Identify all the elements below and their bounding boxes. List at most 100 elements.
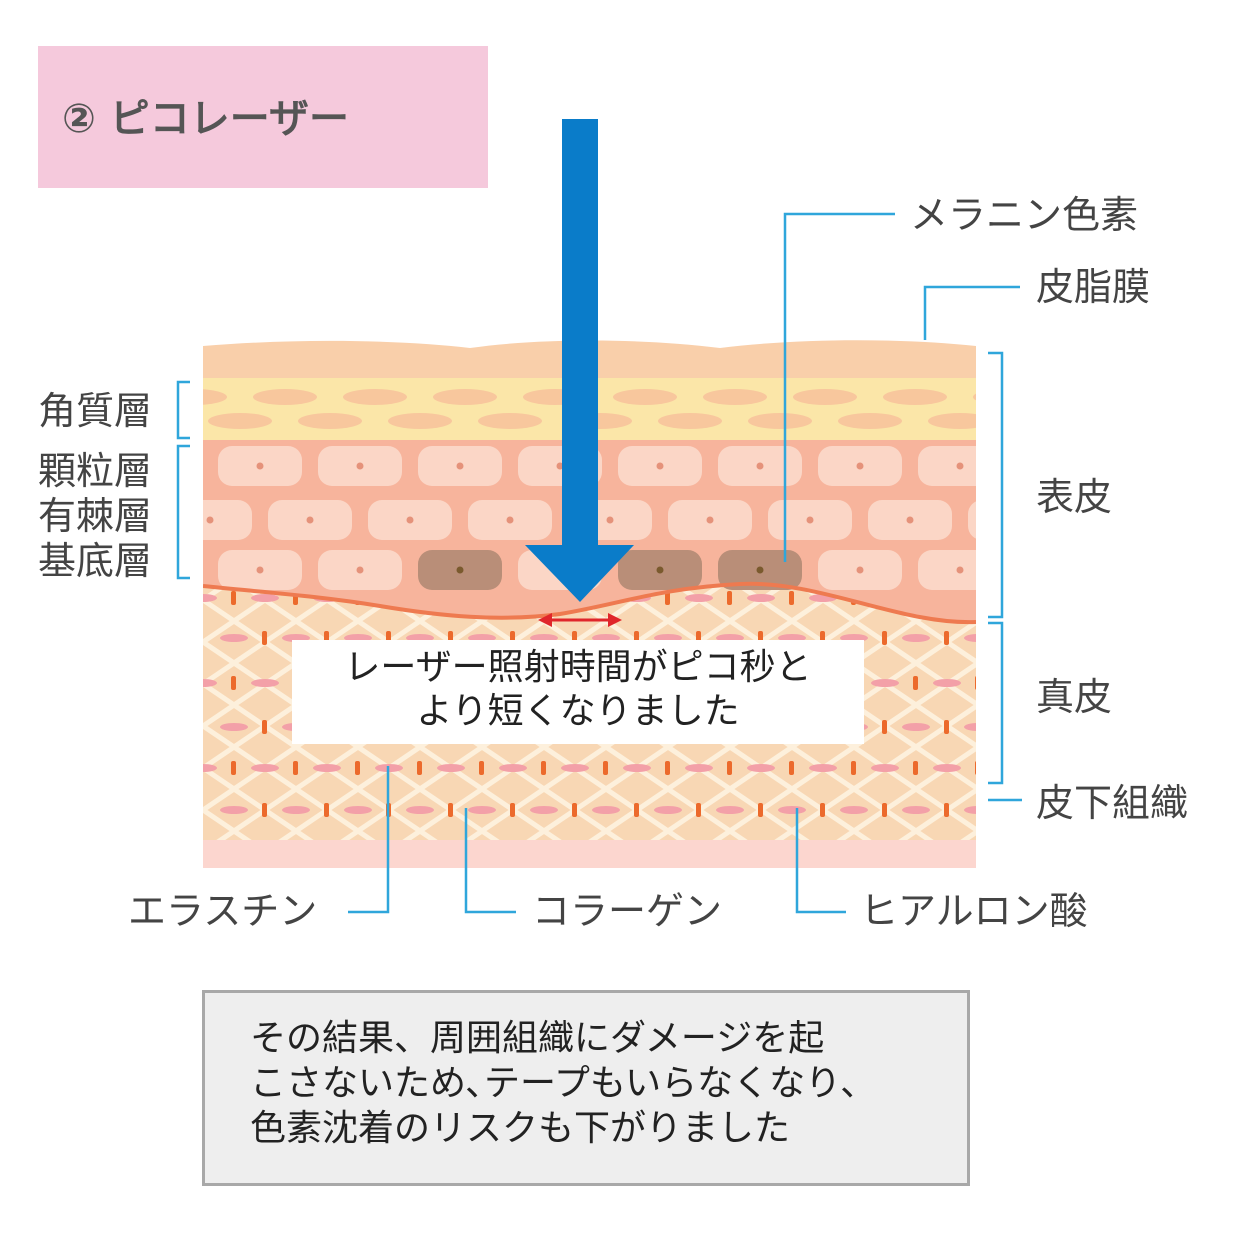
elastin-fiber	[293, 761, 298, 775]
elastin-fiber	[758, 803, 763, 817]
cell-nucleus	[606, 516, 614, 524]
label-collagen: コラーゲン	[532, 889, 723, 933]
corneum-cell	[433, 389, 497, 405]
cell-nucleus	[756, 462, 764, 470]
elastin-fiber	[634, 803, 639, 817]
epidermal-cell	[918, 446, 976, 486]
left-brackets	[176, 380, 190, 580]
corneum-cell	[703, 389, 767, 405]
elastin-fiber	[1006, 631, 1011, 645]
elastin-fiber	[913, 761, 918, 775]
elastin-fiber	[603, 761, 608, 775]
corneum-cell	[883, 389, 947, 405]
corneum-cell	[478, 413, 542, 429]
elastin-fiber	[882, 803, 887, 817]
elastin-fiber	[944, 720, 949, 734]
label-subcutaneous: 皮下組織	[1036, 781, 1189, 825]
hyaluronic-mark	[499, 764, 527, 772]
corneum-cell	[343, 389, 407, 405]
corneum-cell	[203, 389, 227, 405]
elastin-fiber	[417, 761, 422, 775]
hyaluronic-mark	[964, 806, 976, 814]
elastin-fiber	[324, 803, 329, 817]
hyaluronic-mark	[747, 764, 775, 772]
hyaluronic-mark	[468, 806, 496, 814]
corneum-cell	[838, 413, 902, 429]
hyaluronic-mark	[964, 723, 976, 731]
cell-nucleus	[456, 566, 464, 574]
cell-nucleus	[256, 462, 264, 470]
corneum-cell	[613, 389, 677, 405]
elastin-fiber	[262, 803, 267, 817]
corneum-cell	[253, 389, 317, 405]
corneum-cell	[748, 413, 812, 429]
result-text: その結果、周囲組織にダメージを起 こさないため､テープもいらなくなり､ 色素沈着…	[250, 1016, 859, 1151]
result-line-2: こさないため､テープもいらなくなり､	[250, 1063, 860, 1104]
elastin-fiber	[789, 761, 794, 775]
pico-duration-arrow	[538, 613, 622, 627]
hyaluronic-mark	[933, 764, 961, 772]
cell-nucleus	[306, 516, 314, 524]
cell-nucleus	[856, 462, 864, 470]
hyaluronic-mark	[437, 764, 465, 772]
laser-arrow	[525, 119, 634, 602]
elastin-fiber	[1006, 803, 1011, 817]
elastin-fiber	[479, 761, 484, 775]
elastin-fiber	[944, 803, 949, 817]
elastin-fiber	[789, 591, 794, 605]
corneum-cell	[388, 413, 452, 429]
hyaluronic-mark	[220, 634, 248, 642]
elastin-fiber	[882, 631, 887, 645]
caption-line-2: より短くなりました	[416, 690, 740, 732]
elastin-fiber	[665, 591, 670, 605]
elastin-fiber	[355, 761, 360, 775]
hyaluronic-mark	[203, 764, 217, 772]
elastin-fiber	[944, 631, 949, 645]
elastin-fiber	[696, 803, 701, 817]
corneum-cell	[973, 393, 976, 401]
hyaluronic-mark	[623, 764, 651, 772]
corneum-cell	[208, 413, 272, 429]
hyaluronic-mark	[654, 806, 682, 814]
epidermal-cell	[918, 550, 976, 590]
caption-line-1: レーザー照射時間がピコ秒と	[344, 647, 812, 688]
hyaluronic-mark	[902, 806, 930, 814]
title-banner	[38, 46, 488, 188]
elastin-fiber	[1006, 720, 1011, 734]
label-dermis: 真皮	[1036, 675, 1113, 719]
hyaluronic-mark	[840, 806, 868, 814]
hyaluronic-mark	[902, 723, 930, 731]
cell-nucleus	[656, 462, 664, 470]
hyaluronic-mark	[871, 764, 899, 772]
hyaluronic-mark	[716, 806, 744, 814]
elastin-fiber	[231, 591, 236, 605]
cell-nucleus	[356, 566, 364, 574]
cell-nucleus	[706, 516, 714, 524]
result-line-1: その結果、周囲組織にダメージを起	[250, 1018, 825, 1059]
hyaluronic-mark	[561, 764, 589, 772]
cell-nucleus	[356, 462, 364, 470]
basement-membrane	[203, 581, 976, 625]
cell-nucleus	[256, 566, 264, 574]
elastin-fiber	[851, 761, 856, 775]
hyaluronic-mark	[685, 594, 713, 602]
label-basal-layer: 基底層	[38, 539, 153, 583]
elastin-fiber	[572, 803, 577, 817]
hyaluronic-mark	[220, 806, 248, 814]
hyaluronic-mark	[530, 806, 558, 814]
label-epidermis: 表皮	[1036, 475, 1113, 519]
cell-nucleus	[906, 516, 914, 524]
hyaluronic-mark	[251, 594, 279, 602]
hyaluronic-mark	[313, 764, 341, 772]
hyaluronic-mark	[406, 806, 434, 814]
cell-nucleus	[856, 566, 864, 574]
label-hyaluronic-acid: ヒアルロン酸	[860, 889, 1088, 933]
hyaluronic-mark	[871, 679, 899, 687]
cell-nucleus	[756, 566, 764, 574]
cell-nucleus	[956, 462, 964, 470]
label-sebum: 皮脂膜	[1036, 265, 1151, 309]
hyaluronic-mark	[933, 679, 961, 687]
label-elastin: エラスチン	[128, 889, 318, 933]
laser-caption: レーザー照射時間がピコ秒と より短くなりました	[292, 640, 864, 744]
right-brackets	[988, 351, 1022, 802]
